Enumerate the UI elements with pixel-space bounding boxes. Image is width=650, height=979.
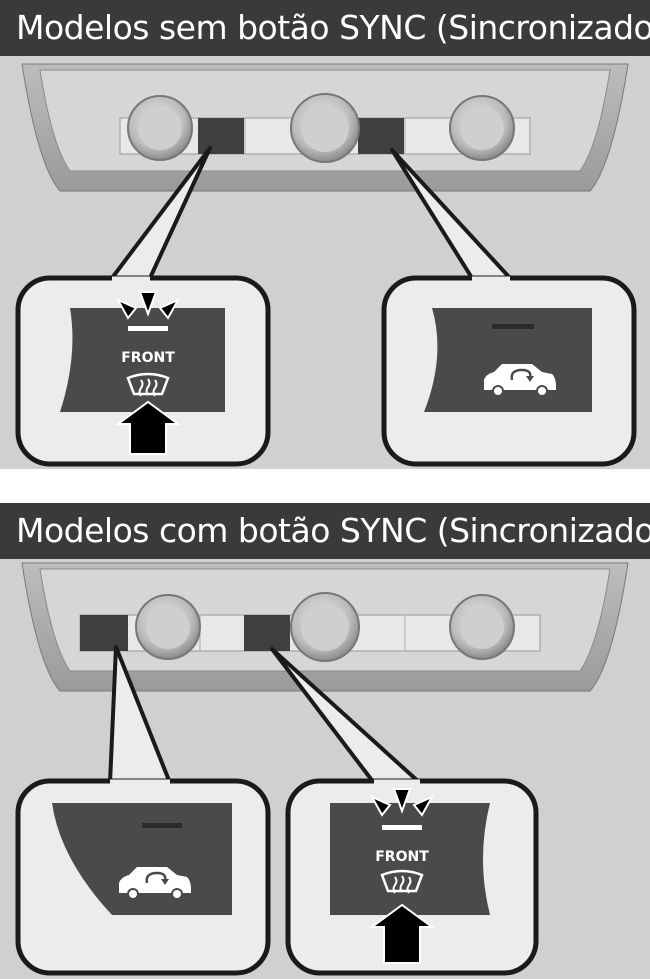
light-ray-icon <box>392 788 412 814</box>
callout-front-defrost: FRONT <box>270 647 539 976</box>
press-arrow-icon <box>368 903 436 964</box>
section-2-title: Modelos com botão SYNC (Sincronizado)* <box>0 503 650 559</box>
light-ray-icon <box>138 291 158 317</box>
front-label: FRONT <box>375 849 429 865</box>
recirculation-button[interactable] <box>424 308 592 412</box>
recirculation-car-icon <box>119 867 191 900</box>
callout-front-defrost: FRONT <box>15 146 271 467</box>
console-recirculation-button[interactable] <box>80 615 128 651</box>
light-ray-icon <box>412 794 435 817</box>
section-2-diagram: FRONT <box>15 562 629 976</box>
section-1-diagram: FRONT <box>15 63 637 467</box>
callout-recirculation <box>15 645 271 976</box>
recirculation-car-icon <box>484 364 556 397</box>
front-defrost-button[interactable] <box>60 308 225 412</box>
indicator-light-off <box>142 823 182 828</box>
section-1-title: Modelos sem botão SYNC (Sincronizado)* <box>0 0 650 56</box>
front-defrost-button[interactable] <box>330 803 490 915</box>
front-label: FRONT <box>121 350 175 366</box>
press-arrow-icon <box>114 400 182 455</box>
windshield-defrost-icon <box>126 372 170 397</box>
climate-console <box>21 63 629 192</box>
indicator-light-off <box>492 324 534 329</box>
windshield-defrost-icon <box>380 869 424 894</box>
indicator-light-on <box>128 326 168 331</box>
callout-recirculation <box>381 148 637 467</box>
light-ray-icon <box>158 297 181 320</box>
console-front-defrost-button[interactable] <box>244 615 290 651</box>
light-ray-icon <box>115 297 138 320</box>
indicator-light-on <box>382 825 422 830</box>
console-front-defrost-button[interactable] <box>198 118 244 154</box>
console-recirculation-button[interactable] <box>358 118 404 154</box>
climate-console <box>21 562 629 692</box>
light-ray-icon <box>369 794 392 817</box>
